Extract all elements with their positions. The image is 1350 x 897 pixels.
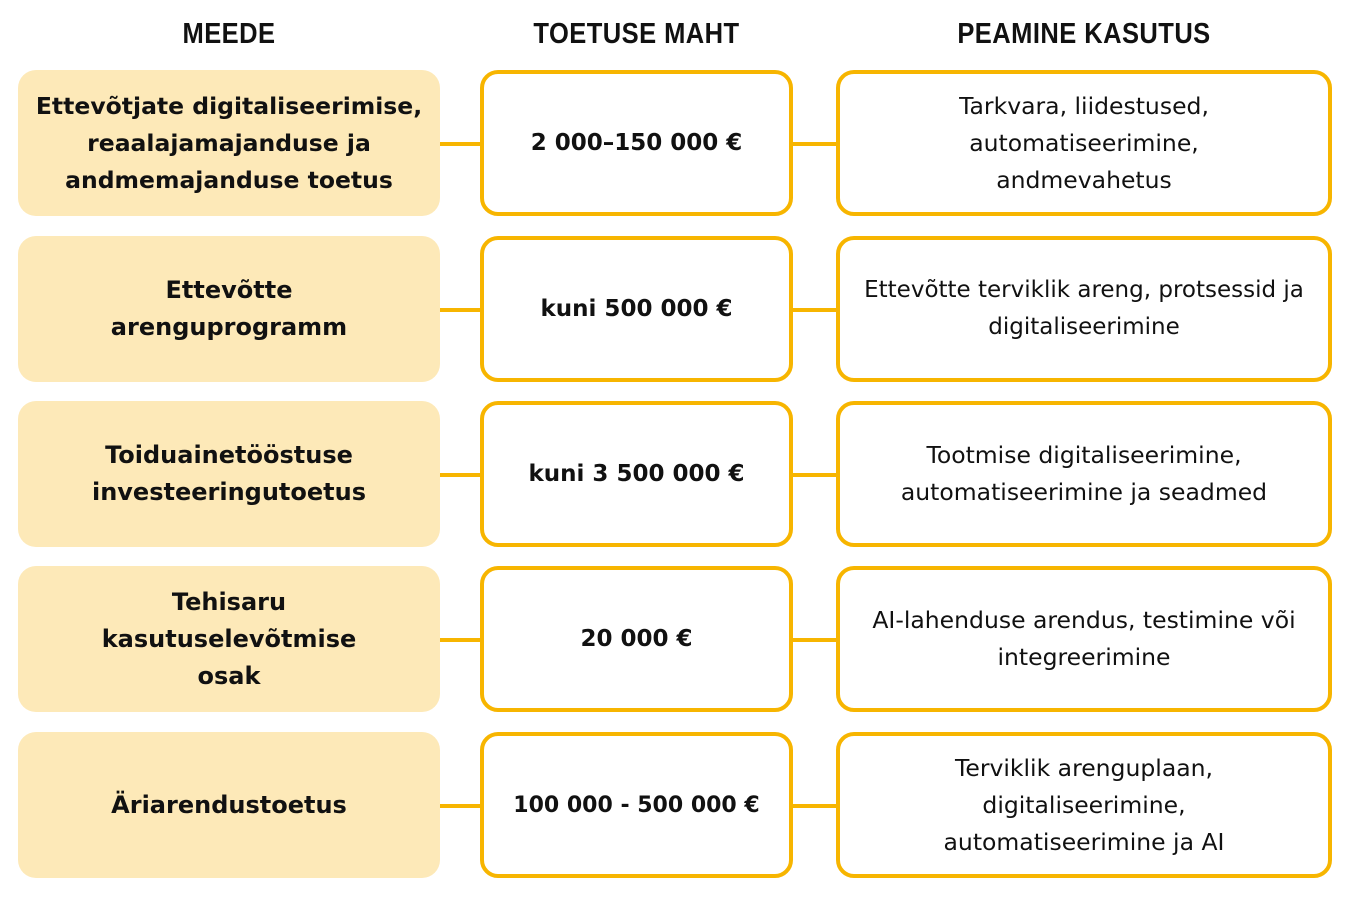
connector-line <box>440 638 480 642</box>
amount-cell: 20 000 € <box>480 566 793 712</box>
header-usage: PEAMINE KASUTUS <box>957 17 1211 50</box>
measure-cell: Tehisaru kasutuselevõtmise osak <box>18 566 440 712</box>
usage-cell: Ettevõtte terviklik areng, protsessid ja… <box>836 236 1332 382</box>
connector-line <box>440 142 480 146</box>
amount-cell: 100 000 - 500 000 € <box>480 732 793 878</box>
header-amount: TOETUSE MAHT <box>533 17 740 50</box>
connector-line <box>793 638 836 642</box>
amount-cell: kuni 3 500 000 € <box>480 401 793 547</box>
row-food-industry: Toiduainetööstuse investeeringutoetus ku… <box>0 401 1350 547</box>
amount-cell: kuni 500 000 € <box>480 236 793 382</box>
connector-line <box>440 473 480 477</box>
measure-cell: Äriarendustoetus <box>18 732 440 878</box>
connector-line <box>440 804 480 808</box>
usage-cell: AI-lahenduse arendus, testimine või inte… <box>836 566 1332 712</box>
connector-line <box>793 804 836 808</box>
measure-cell: Toiduainetööstuse investeeringutoetus <box>18 401 440 547</box>
measure-cell: Ettevõtte arenguprogramm <box>18 236 440 382</box>
usage-cell: Terviklik arenguplaan, digitaliseerimine… <box>836 732 1332 878</box>
connector-line <box>793 142 836 146</box>
row-ai-adoption: Tehisaru kasutuselevõtmise osak 20 000 €… <box>0 566 1350 712</box>
header-measure: MEEDE <box>182 17 276 50</box>
usage-cell: Tarkvara, liidestused, automatiseerimine… <box>836 70 1332 216</box>
measure-cell: Ettevõtjate digitaliseerimise, reaalajam… <box>18 70 440 216</box>
amount-cell: 2 000–150 000 € <box>480 70 793 216</box>
row-development-programme: Ettevõtte arenguprogramm kuni 500 000 € … <box>0 236 1350 382</box>
connector-line <box>440 308 480 312</box>
connector-line <box>793 473 836 477</box>
connector-line <box>793 308 836 312</box>
row-digitalization: Ettevõtjate digitaliseerimise, reaalajam… <box>0 70 1350 216</box>
usage-cell: Tootmise digitaliseerimine, automatiseer… <box>836 401 1332 547</box>
row-business-development: Äriarendustoetus 100 000 - 500 000 € Ter… <box>0 732 1350 878</box>
